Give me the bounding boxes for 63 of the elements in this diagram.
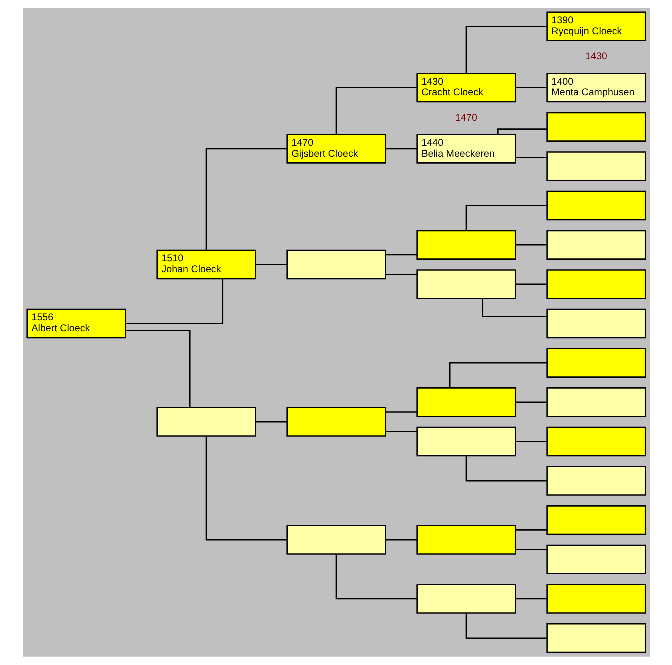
node-box: 1510 Johan Cloeck	[156, 250, 256, 280]
connector	[465, 205, 546, 230]
connector	[516, 598, 547, 600]
node-box	[416, 270, 516, 300]
connector	[386, 539, 417, 541]
node-box	[286, 407, 386, 437]
node-box: 1390 Rycquijn Cloeck	[546, 12, 646, 42]
label: 1430	[585, 52, 607, 63]
connector	[386, 431, 417, 433]
node-box	[546, 308, 646, 339]
node-box	[546, 466, 646, 496]
connector	[516, 157, 547, 158]
connector	[386, 254, 417, 256]
node-box	[546, 426, 646, 457]
connector	[386, 274, 417, 276]
connector	[497, 128, 547, 135]
node-box	[416, 426, 516, 457]
connector	[516, 441, 547, 442]
node-box	[416, 584, 516, 614]
connector	[516, 244, 547, 246]
connector	[386, 148, 417, 150]
node-box	[546, 112, 646, 142]
connector	[448, 362, 546, 388]
connector	[516, 87, 547, 88]
node-box	[546, 544, 646, 575]
connector	[386, 412, 417, 413]
node-box: 1470 Gijsbert Cloeck	[286, 134, 386, 164]
node-box	[546, 388, 646, 418]
node-box	[416, 525, 516, 555]
node-box	[286, 525, 386, 555]
connector	[205, 436, 286, 541]
node-box	[546, 270, 646, 300]
connector	[465, 456, 546, 482]
connector	[516, 549, 547, 551]
node-box	[416, 388, 516, 418]
connector	[335, 87, 416, 134]
connector	[126, 279, 224, 324]
node-box	[286, 250, 386, 280]
node-box	[546, 348, 646, 378]
node-box: 1400 Menta Camphusen	[546, 72, 646, 103]
connector	[125, 330, 190, 408]
connector	[465, 26, 546, 74]
node-box	[546, 584, 646, 614]
connector	[335, 554, 416, 600]
node-box	[546, 506, 646, 536]
connector	[516, 284, 547, 286]
node-box: 1440 Belia Meeckeren	[416, 134, 516, 164]
connector	[482, 298, 547, 318]
node-box	[416, 230, 516, 260]
connector	[205, 148, 286, 250]
node-box	[546, 624, 646, 654]
label: 1470	[455, 112, 477, 124]
connector	[516, 402, 547, 404]
node-box: 1430 Cracht Cloeck	[416, 72, 516, 103]
connector	[256, 421, 287, 423]
node-box	[546, 190, 646, 221]
connector	[516, 530, 547, 531]
node-box	[546, 230, 646, 260]
node-box	[156, 407, 256, 437]
node-box	[546, 152, 646, 182]
connector	[256, 264, 287, 266]
node-box: 1556 Albert Cloeck	[26, 308, 126, 339]
connector	[465, 614, 546, 639]
